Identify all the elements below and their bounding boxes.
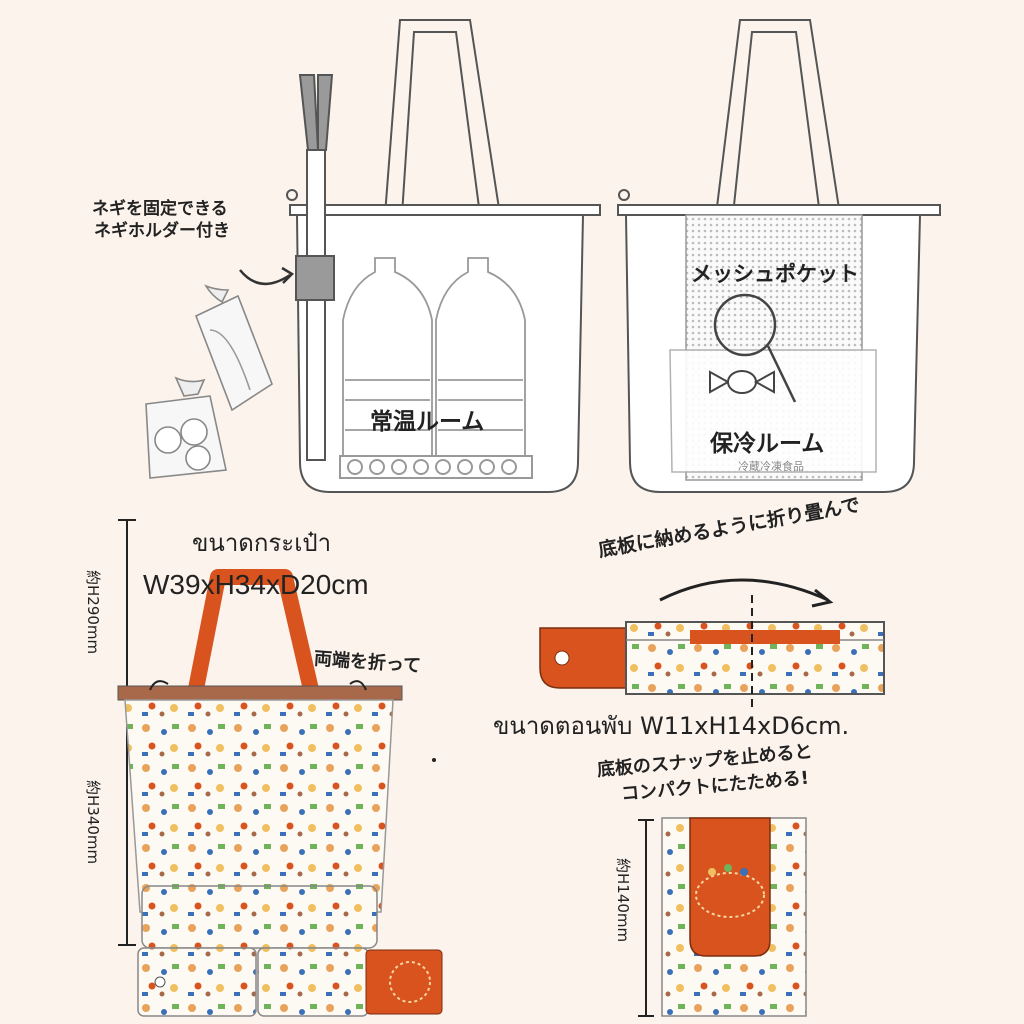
height-compact-label: 約H140mm: [614, 858, 632, 943]
top-left-bag: [145, 19, 601, 493]
folded-bag: [539, 578, 885, 708]
cool-room-sub: 冷蔵冷凍食品: [738, 460, 804, 473]
leek-holder-line1: ネギを固定できる: [92, 199, 228, 219]
room-label: 常温ルーム: [370, 409, 485, 435]
mesh-pocket-label: メッシュポケット: [691, 262, 859, 286]
bag-size-title: ขนาดกระเป๋า: [192, 529, 332, 557]
folded-size-label: ขนาดตอนพับ W11xH14xD6cm.: [493, 712, 850, 740]
compact-bag: [638, 817, 807, 1017]
height-lower-label: 約H340mm: [84, 780, 102, 865]
stray-dot: [432, 758, 436, 762]
height-upper-label: 約H290mm: [84, 570, 102, 655]
leek-holder-line2: ネギホルダー付き: [94, 221, 230, 241]
cool-room-label: 保冷ルーム: [710, 431, 825, 457]
leek-holder-label: ネギを固定できる ネギホルダー付き: [92, 198, 230, 242]
bag-size-value: W39xH34xD20cm: [143, 569, 369, 600]
bottom-left-bag: [117, 519, 443, 1017]
top-right-bag: [617, 19, 941, 493]
